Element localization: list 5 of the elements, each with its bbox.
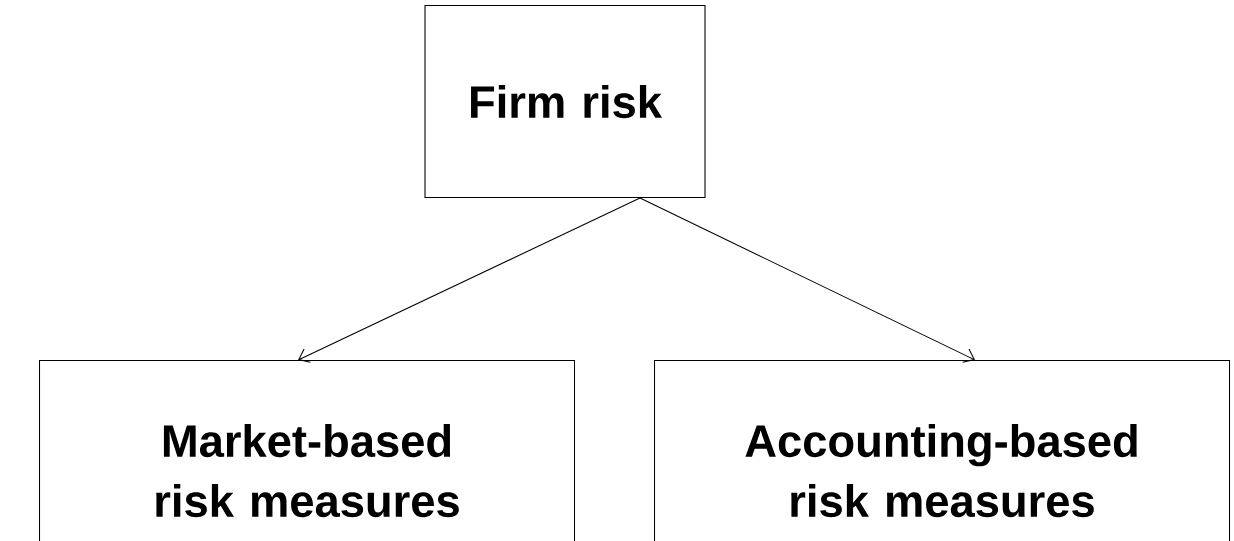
arrow <box>639 197 975 363</box>
arrow <box>298 197 641 363</box>
process-box: Accounting-based risk measures <box>653 360 1231 541</box>
process-box: Firm risk <box>424 5 706 199</box>
process-box: Market-based risk measures <box>38 360 576 541</box>
